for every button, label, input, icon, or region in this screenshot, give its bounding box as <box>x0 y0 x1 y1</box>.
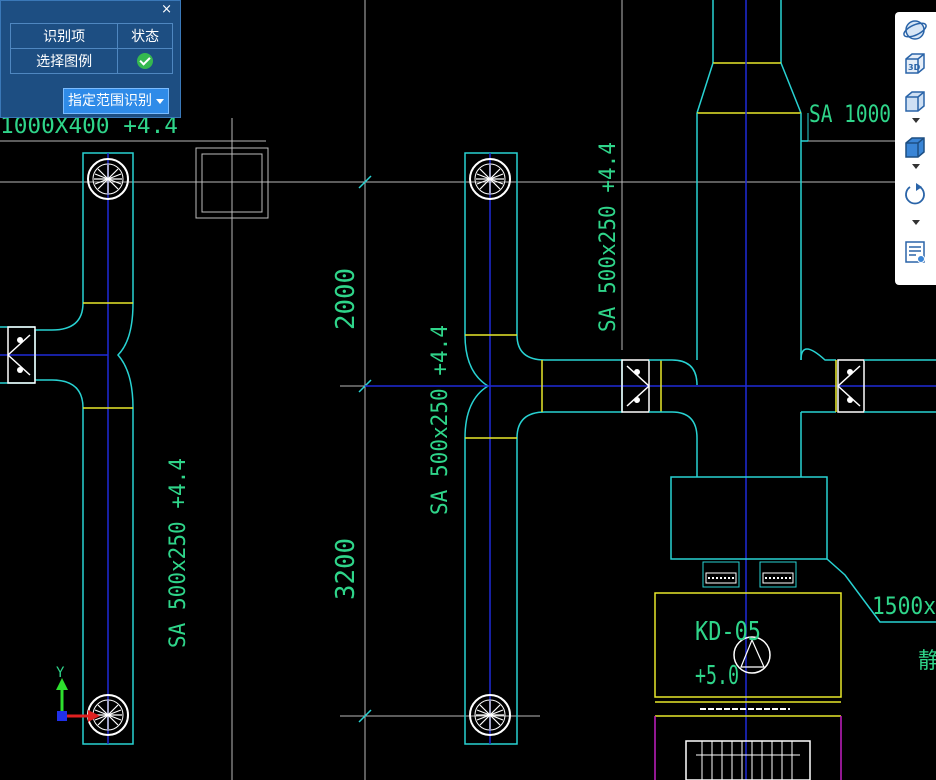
orbit-icon[interactable] <box>901 16 929 44</box>
table-row[interactable]: 选择图例 <box>9 48 173 74</box>
ucs-axis-icon <box>56 678 100 722</box>
close-icon[interactable]: × <box>161 2 172 17</box>
table-header-row: 识别项 状态 <box>9 23 173 49</box>
properties-icon[interactable] <box>901 238 929 266</box>
header-recognition-item: 识别项 <box>9 23 119 49</box>
3d-view-icon[interactable]: 3D <box>901 50 929 78</box>
right-partial-label: 静 <box>918 649 936 674</box>
left-duct-label: SA 500x250 +4.4 <box>166 458 191 648</box>
column-outline <box>195 147 269 219</box>
middle-duct-label: SA 500x250 +4.4 <box>428 325 453 515</box>
diffuser-bottom-middle[interactable] <box>469 694 511 736</box>
view-cube-dropdown-icon[interactable] <box>912 118 920 123</box>
right-dimension-label: 1500x <box>872 592 936 620</box>
dimension-3200: 3200 <box>331 538 361 600</box>
equipment-elevation-label: +5.0 <box>695 661 739 691</box>
status-cell <box>117 48 173 74</box>
display-cube-icon[interactable] <box>901 134 929 162</box>
dimension-2000: 2000 <box>331 268 361 330</box>
recognition-panel: × 识别项 状态 选择图例 指定范围识别 <box>0 0 181 118</box>
view-cube-icon[interactable] <box>901 88 929 116</box>
row-select-legend[interactable]: 选择图例 <box>9 48 119 74</box>
display-dropdown-icon[interactable] <box>912 164 920 169</box>
main-riser-duct[interactable] <box>696 0 936 780</box>
specify-range-recognition-button[interactable]: 指定范围识别 <box>63 88 169 114</box>
specify-range-button-label: 指定范围识别 <box>68 93 152 109</box>
view-toolbar: 3D <box>895 12 936 285</box>
svg-text:3D: 3D <box>908 63 921 72</box>
rotate-dropdown-icon[interactable] <box>912 220 920 225</box>
left-duct[interactable] <box>0 152 134 745</box>
header-status: 状态 <box>117 23 173 49</box>
right-duct-label: SA 500x250 +4.4 <box>596 142 621 332</box>
recognition-table: 识别项 状态 选择图例 <box>9 23 173 74</box>
equipment-unit[interactable] <box>654 476 936 780</box>
top-right-duct-label: SA 1000 <box>809 100 891 128</box>
diffuser-top-left[interactable] <box>87 158 129 200</box>
diffuser-top-middle[interactable] <box>469 158 511 200</box>
equipment-id-label: KD-05 <box>695 617 761 647</box>
rotate-icon[interactable] <box>901 180 929 208</box>
top-left-duct-label: 1000X400 +4.4 <box>0 114 178 139</box>
chevron-down-icon <box>156 98 164 104</box>
middle-duct[interactable] <box>365 152 936 745</box>
check-circle-icon <box>137 53 154 69</box>
ucs-axis-y-label: Y <box>56 665 65 681</box>
